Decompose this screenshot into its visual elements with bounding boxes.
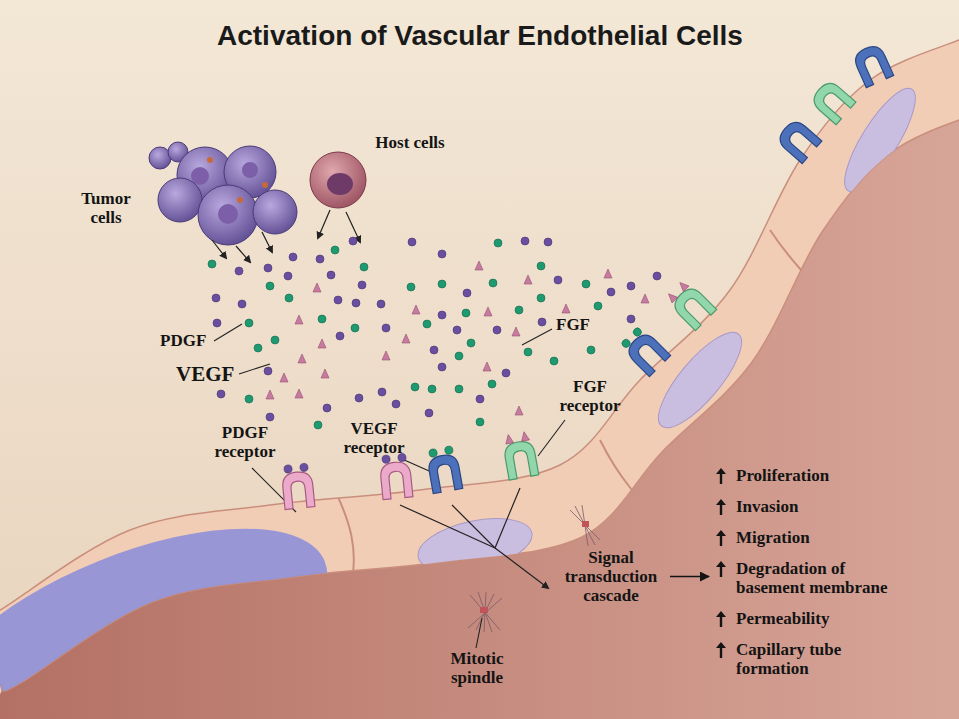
increase-arrow-shape xyxy=(716,642,726,658)
secretion-arrows xyxy=(212,210,360,262)
increase-arrow xyxy=(714,641,728,659)
increase-arrow xyxy=(714,610,728,628)
receptors xyxy=(281,43,894,510)
process-text: Signal transduction cascade xyxy=(556,548,666,605)
structure-label: Mitotic spindle xyxy=(430,650,524,687)
effects-list: ProliferationInvasionMigrationDegradatio… xyxy=(712,466,912,690)
increase-arrow-shape xyxy=(716,468,726,484)
increase-arrow xyxy=(714,560,728,578)
receptor-label: FGF receptor xyxy=(546,378,634,415)
increase-arrow xyxy=(714,498,728,516)
effect-item: Capillary tube formation xyxy=(736,640,908,678)
effect-item: Invasion xyxy=(736,497,908,516)
increase-arrow-shape xyxy=(716,561,726,577)
flow-arrow xyxy=(670,576,709,578)
factor-label: VEGF xyxy=(176,363,246,386)
factor-label: FGF xyxy=(556,316,606,335)
growth-factors xyxy=(208,237,661,429)
receptor-label: VEGF receptor xyxy=(326,420,422,457)
factor-label: PDGF xyxy=(160,332,220,351)
effect-item: Permeability xyxy=(736,609,908,628)
host-cells xyxy=(310,152,366,208)
effect-item: Migration xyxy=(736,528,908,547)
increase-arrow xyxy=(714,529,728,547)
endothelial-cells xyxy=(0,80,927,719)
increase-arrow-shape xyxy=(716,530,726,546)
tumor-cells xyxy=(149,142,297,245)
receptor-label: PDGF receptor xyxy=(197,424,293,461)
title-text: Activation of Vascular Endothelial Cells xyxy=(217,20,743,52)
increase-arrow xyxy=(714,467,728,485)
effect-item: Degradation of basement membrane xyxy=(736,559,908,597)
increase-arrow-shape xyxy=(716,611,726,627)
leader-lines xyxy=(214,324,565,648)
cell-label: Tumor cells xyxy=(66,190,146,227)
cell-label: Host cells xyxy=(370,134,450,153)
cascade-lines xyxy=(400,488,548,588)
increase-arrow-shape xyxy=(716,499,726,515)
effect-item: Proliferation xyxy=(736,466,908,485)
process-label: Signal transduction cascade xyxy=(556,548,666,605)
